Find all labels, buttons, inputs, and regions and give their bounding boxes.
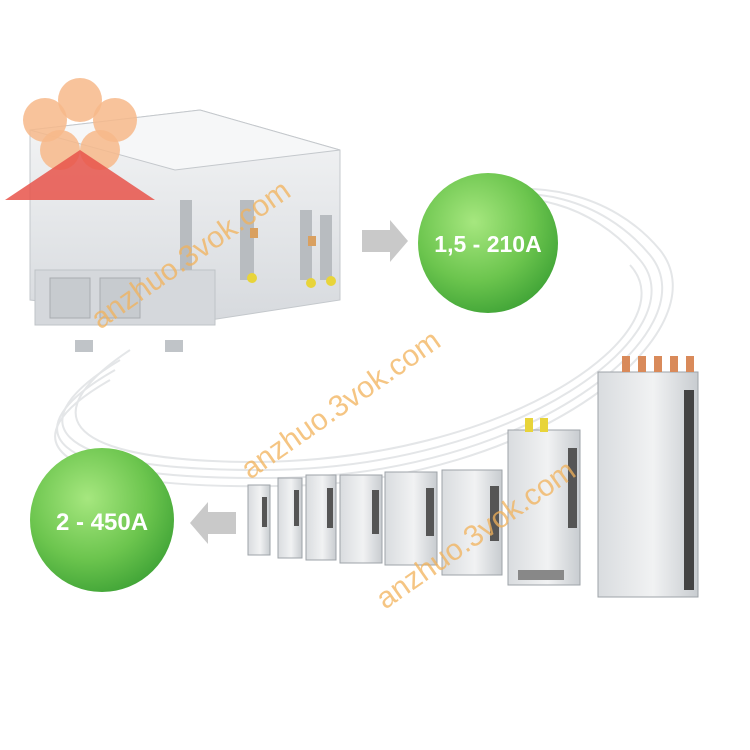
arrow-left-icon [190,502,236,544]
current-range-top-label: 1,5 - 210A [434,231,541,257]
drive-unit-large [597,356,699,598]
current-range-bottom-label: 2 - 450A [56,509,148,536]
arrow-right-icon [362,220,408,262]
drive-unit [441,469,503,576]
drive-unit [305,474,337,561]
current-range-badge-top: 1,5 - 210A [418,173,558,313]
drive-unit [339,474,383,564]
drive-unit [507,418,581,586]
drive-unit [247,484,271,556]
current-range-badge-bottom: 2 - 450A [30,448,174,592]
compact-drive-lineup [247,356,699,598]
drive-unit [384,471,438,566]
brand-logo [5,78,155,200]
drive-unit [277,477,303,559]
